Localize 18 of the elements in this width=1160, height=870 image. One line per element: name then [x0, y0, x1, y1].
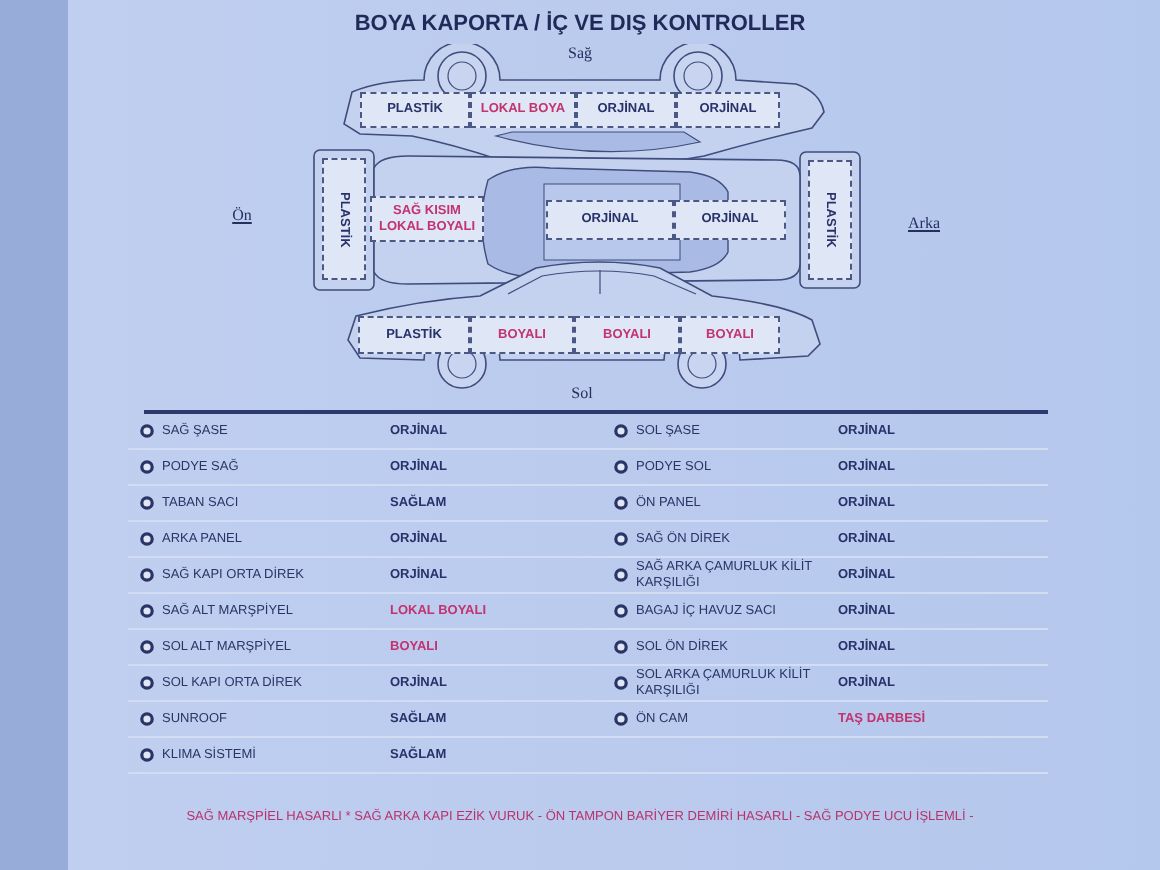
view-label: Ön [232, 204, 252, 228]
panel-status-box [322, 158, 366, 280]
panel-status-box [808, 160, 852, 280]
view-label: Sağ [568, 42, 592, 66]
panel-status-box [470, 316, 574, 354]
view-label: Arka [908, 212, 940, 236]
view-label: Sol [571, 382, 593, 406]
panel-status-box [680, 316, 780, 354]
panel-status-box [360, 92, 470, 128]
page-title: BOYA KAPORTA / İÇ VE DIŞ KONTROLLER [354, 9, 806, 40]
panel-status-box [674, 200, 786, 240]
panel-status-box [676, 92, 780, 128]
panel-status-box [358, 316, 470, 354]
panel-status-box [470, 92, 576, 128]
panel-status-box [574, 316, 680, 354]
panel-status-box [576, 92, 676, 128]
panel-status-box [370, 196, 484, 242]
panel-status-box [546, 200, 674, 240]
